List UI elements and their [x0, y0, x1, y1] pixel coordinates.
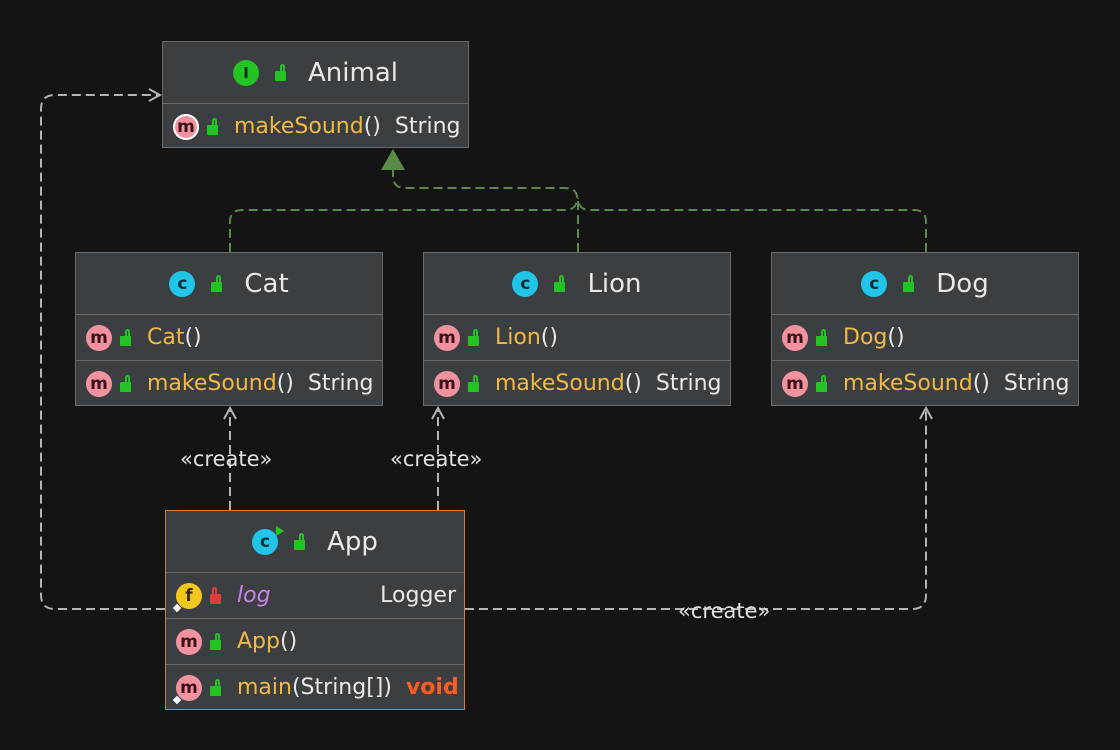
field-type: Logger [380, 583, 456, 608]
class-box-animal[interactable]: I Animal m makeSound() String [162, 41, 469, 148]
method-icon: m [782, 370, 808, 397]
class-header-animal: I Animal [163, 42, 468, 104]
public-lock-icon [903, 274, 915, 292]
class-box-app[interactable]: c App f log Logger m App() m main(String… [165, 510, 465, 710]
member-row-app-main[interactable]: m main(String[]) void [166, 665, 464, 710]
class-header-dog: c Dog [772, 253, 1078, 315]
method-name: makeSound [843, 371, 973, 396]
method-name: makeSound [234, 114, 364, 139]
class-header-app: c App [166, 511, 464, 573]
field-letter: f [185, 585, 193, 606]
class-name-lion: Lion [587, 268, 642, 299]
class-header-lion: c Lion [424, 253, 730, 315]
method-icon: m [176, 628, 202, 655]
method-name: Cat [147, 325, 185, 350]
static-method-icon: m [172, 674, 202, 704]
method-name: makeSound [495, 371, 625, 396]
run-marker-icon [276, 525, 285, 536]
method-params: () [363, 114, 381, 139]
method-icon: m [434, 324, 460, 351]
method-icon: m [86, 370, 112, 397]
public-lock-icon [207, 117, 218, 135]
field-name: log [237, 583, 271, 608]
static-field-icon: f [172, 582, 202, 612]
edge-dog-implements-animal [577, 197, 927, 252]
method-params: () [540, 325, 558, 350]
return-type: String [394, 114, 461, 139]
member-row-app-constructor[interactable]: m App() [166, 619, 464, 665]
method-name: main [237, 675, 292, 700]
class-icon: c [512, 270, 539, 297]
member-row-lion-makesound[interactable]: m makeSound() String [424, 361, 730, 406]
public-lock-icon [275, 63, 286, 81]
member-row-dog-constructor[interactable]: m Dog() [772, 315, 1078, 361]
member-row-app-log[interactable]: f log Logger [166, 573, 464, 619]
edge-app-uses-animal [40, 95, 165, 610]
method-icon: m [86, 324, 112, 351]
static-marker-icon [172, 603, 182, 612]
method-letter: m [180, 677, 198, 698]
class-name-cat: Cat [244, 268, 289, 299]
class-box-cat[interactable]: c Cat m Cat() m makeSound() String [75, 252, 383, 406]
public-lock-icon [210, 632, 221, 650]
member-row-cat-makesound[interactable]: m makeSound() String [76, 361, 382, 406]
class-name-dog: Dog [936, 268, 989, 299]
public-lock-icon [816, 374, 827, 392]
method-icon: m [782, 324, 808, 351]
class-name-animal: Animal [308, 57, 398, 88]
class-box-dog[interactable]: c Dog m Dog() m makeSound() String [771, 252, 1079, 406]
public-lock-icon [120, 328, 131, 346]
edge-cat-implements-animal [229, 170, 579, 252]
public-lock-icon [554, 274, 566, 292]
inheritance-arrowhead [381, 149, 405, 170]
method-params: () [279, 629, 298, 654]
member-row-cat-constructor[interactable]: m Cat() [76, 315, 382, 361]
edge-app-creates-dog [465, 408, 926, 610]
member-row-dog-makesound[interactable]: m makeSound() String [772, 361, 1078, 406]
private-lock-icon [210, 586, 221, 604]
public-lock-icon [294, 532, 306, 550]
method-name: makeSound [147, 371, 277, 396]
edge-label-create-lion: «create» [390, 447, 483, 471]
class-icon: c [861, 270, 888, 297]
method-name: Lion [495, 325, 541, 350]
class-header-cat: c Cat [76, 253, 382, 315]
class-name-app: App [327, 526, 378, 557]
edge-label-create-cat: «create» [180, 447, 273, 471]
member-row-lion-constructor[interactable]: m Lion() [424, 315, 730, 361]
public-lock-icon [211, 274, 223, 292]
method-params: (String[]) [291, 675, 392, 700]
return-type: String [655, 371, 722, 396]
return-type: String [307, 371, 374, 396]
return-type-void: void [405, 675, 459, 700]
class-icon: c [169, 270, 196, 297]
class-letter: c [260, 531, 271, 552]
public-lock-icon [816, 328, 827, 346]
method-name: Dog [843, 325, 888, 350]
public-lock-icon [468, 328, 479, 346]
return-type: String [1003, 371, 1070, 396]
member-row-animal-makesound[interactable]: m makeSound() String [163, 104, 468, 149]
abstract-method-icon: m [173, 113, 199, 140]
runnable-class-icon: c [252, 525, 285, 555]
method-params: () [972, 371, 990, 396]
class-box-lion[interactable]: c Lion m Lion() m makeSound() String [423, 252, 731, 406]
method-params: () [276, 371, 294, 396]
method-params: () [624, 371, 642, 396]
edge-label-create-dog: «create» [678, 599, 771, 623]
public-lock-icon [468, 374, 479, 392]
method-params: () [887, 325, 905, 350]
public-lock-icon [120, 374, 131, 392]
method-params: () [184, 325, 202, 350]
method-name: App [237, 629, 280, 654]
interface-icon: I [233, 59, 259, 86]
public-lock-icon [210, 678, 221, 696]
method-icon: m [434, 370, 460, 397]
